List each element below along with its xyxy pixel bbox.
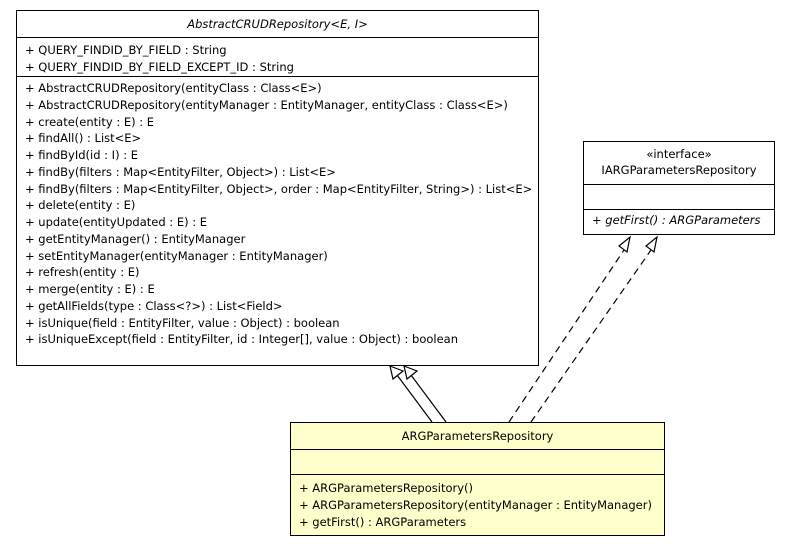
- method-row: + ARGParametersRepository(entityManager …: [299, 497, 652, 512]
- method-row: + getFirst() : ARGParameters: [592, 213, 761, 227]
- implementation-attributes-empty: [291, 449, 664, 474]
- method-row: + findAll() : List<E>: [25, 131, 142, 146]
- realization-edge-2: [530, 235, 658, 423]
- method-row: + isUniqueExcept(field : EntityFilter, i…: [25, 332, 459, 347]
- implementation-class-methods: + ARGParametersRepository() + ARGParamet…: [291, 474, 664, 530]
- abstract-class-methods: + AbstractCRUDRepository(entityClass : C…: [17, 76, 538, 348]
- interface-methods: + getFirst() : ARGParameters: [584, 209, 774, 229]
- arg-parameters-repository-class[interactable]: ARGParametersRepository + ARGParametersR…: [290, 422, 665, 536]
- method-row: + delete(entity : E): [25, 198, 136, 213]
- realization-edge-1: [508, 235, 631, 423]
- method-row: + findBy(filters : Map<EntityFilter, Obj…: [25, 181, 533, 196]
- interface-attributes-empty: [584, 184, 774, 209]
- method-row: + AbstractCRUDRepository(entityClass : C…: [25, 81, 322, 95]
- method-row: + AbstractCRUDRepository(entityManager :…: [25, 97, 508, 112]
- method-row: + setEntityManager(entityManager : Entit…: [25, 248, 328, 263]
- method-row: + getAllFields(type : Class<?>) : List<F…: [25, 298, 283, 313]
- iarg-parameters-repository-interface[interactable]: «interface» IARGParametersRepository + g…: [583, 141, 775, 235]
- generalization-edge-1: [389, 365, 433, 423]
- abstract-crud-repository-class[interactable]: AbstractCRUDRepository<E, I> + QUERY_FIN…: [16, 10, 539, 366]
- method-row: + update(entityUpdated : E) : E: [25, 215, 208, 229]
- interface-name: IARGParametersRepository: [601, 163, 757, 177]
- interface-header: «interface» IARGParametersRepository: [584, 142, 774, 184]
- method-row: + ARGParametersRepository(): [299, 481, 474, 495]
- method-row: + findBy(filters : Map<EntityFilter, Obj…: [25, 164, 336, 179]
- abstract-class-fields: + QUERY_FINDID_BY_FIELD : String + QUERY…: [17, 37, 538, 76]
- method-row: + findById(id : I) : E: [25, 148, 139, 162]
- method-row: + getFirst() : ARGParameters: [299, 514, 467, 529]
- interface-stereotype: «interface»: [646, 147, 712, 161]
- field-row: + QUERY_FINDID_BY_FIELD : String: [25, 43, 227, 57]
- method-row: + getEntityManager() : EntityManager: [25, 231, 246, 246]
- method-row: + merge(entity : E) : E: [25, 282, 155, 296]
- field-row: + QUERY_FINDID_BY_FIELD_EXCEPT_ID : Stri…: [25, 59, 294, 74]
- method-row: + create(entity : E) : E: [25, 114, 155, 129]
- implementation-class-name: ARGParametersRepository: [401, 429, 554, 443]
- method-row: + refresh(entity : E): [25, 265, 140, 280]
- generalization-edge-2: [403, 365, 447, 423]
- abstract-class-name: AbstractCRUDRepository<E, I>: [187, 17, 368, 31]
- method-row: + isUnique(field : EntityFilter, value :…: [25, 315, 340, 330]
